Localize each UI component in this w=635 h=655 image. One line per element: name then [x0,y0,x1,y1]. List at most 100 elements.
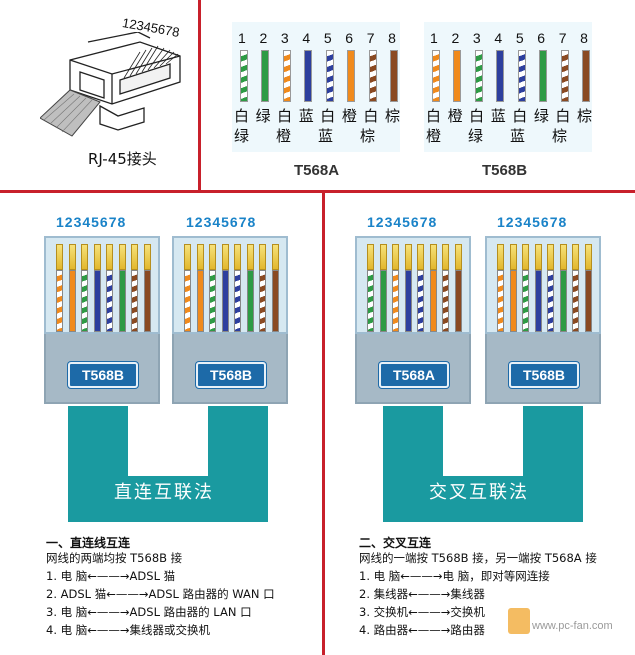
plug-wire [392,270,399,332]
pin-number: 2 [451,30,460,46]
straight-right-plug [172,236,288,404]
cross-left-plug [355,236,471,404]
plug-pin [184,244,191,270]
wire [581,50,590,102]
plug-wire [497,270,504,332]
divider-horizontal [0,190,635,193]
pin-number: 1 [430,30,438,46]
plug-wire [196,270,204,332]
cross-line-3: 3. 交换机←——→交换机 [359,605,485,619]
pin-number: 6 [345,30,354,46]
plug-wire [584,270,592,332]
plug-wire [221,270,229,332]
plug-wire [559,270,567,332]
wire [432,50,440,102]
plug-pin [379,244,387,270]
plug-wire [509,270,517,332]
plug-pin [118,244,126,270]
plug-wire [106,270,113,332]
pin-number: 5 [323,30,332,46]
plug-pin [417,244,424,270]
cross-left-tag: T568A [379,362,449,388]
wire [539,50,548,102]
wire [240,50,248,102]
pin-number: 7 [366,30,375,46]
straight-right-tag: T568B [196,362,266,388]
plug-wire [184,270,191,332]
cross-line-2: 2. 集线器←——→集线器 [359,587,485,601]
plug-wire [143,270,151,332]
straight-heading: 一、直连线互连 [46,536,131,550]
wire [282,50,291,102]
pin-number: 4 [302,30,311,46]
plug-wire [442,270,449,332]
plug-pin [522,244,529,270]
plug-wire [572,270,579,332]
wire [368,50,377,102]
straight-right-pin-order: 12345678 [186,214,257,230]
wire [560,50,569,102]
rj45-plug-drawing [40,32,181,137]
plug-pin [143,244,151,270]
straight-line-2: 2. ADSL 猫←——→ADSL 路由器的 WAN 口 [46,587,275,601]
wire [389,50,398,102]
plug-housing [355,236,471,334]
cross-heading: 二、交叉互连 [359,536,432,550]
plug-pin [93,244,101,270]
t568b-top-chars: 白橙 白蓝 白绿 白棕 [426,107,592,125]
plug-pin [442,244,449,270]
plug-wire [417,270,424,332]
wire [261,50,270,102]
plug-wire [271,270,279,332]
plug-housing [172,236,288,334]
plug-wire [68,270,76,332]
plug-wire [534,270,542,332]
plug-wire [56,270,63,332]
straight-line-4: 4. 电 脑←——→集线器或交换机 [46,623,211,637]
cross-right-pin-order: 12345678 [497,214,568,230]
plug-housing [485,236,601,334]
wire [347,50,356,102]
divider-top-vertical [198,0,201,192]
plug-pin [106,244,113,270]
rj45-caption: RJ-45接头 [88,150,157,168]
wire [496,50,505,102]
plug-pin [534,244,542,270]
cross-right-tag: T568B [509,362,579,388]
straight-line-1: 1. 电 脑←——→ADSL 猫 [46,569,176,583]
pin-number: 3 [472,30,481,46]
t568a-top-chars: 白绿 白蓝 白橙 白棕 [234,107,400,125]
cross-section: 交叉互联法 12345678 12345678 T568A T568B 二、交叉… [325,196,635,655]
pin-number: 6 [537,30,546,46]
plug-pin [271,244,279,270]
plug-pin [429,244,437,270]
straight-left-pin-order: 12345678 [56,214,127,230]
straight-line-3: 3. 电 脑←——→ADSL 路由器的 LAN 口 [46,605,252,619]
plug-wire [404,270,412,332]
straight-left-tag: T568B [68,362,138,388]
watermark-logo [508,608,530,634]
plug-wire [246,270,254,332]
plug-wire [259,270,266,332]
plug-wire [118,270,126,332]
straight-desc: 网线的两端均按 T568B 接 [46,551,183,565]
plug-pin [572,244,579,270]
plug-wire [547,270,554,332]
plug-wire [522,270,529,332]
plug-pin [404,244,412,270]
cross-cable-gap [443,406,523,476]
plug-wire [429,270,437,332]
plug-housing [44,236,160,334]
plug-pin [497,244,504,270]
pin-number: 3 [280,30,289,46]
plug-pin [196,244,204,270]
wire [517,50,526,102]
straight-left-plug [44,236,160,404]
t568a-wire-strip [240,50,398,102]
plug-pin [559,244,567,270]
plug-pin [454,244,462,270]
plug-pin [259,244,266,270]
